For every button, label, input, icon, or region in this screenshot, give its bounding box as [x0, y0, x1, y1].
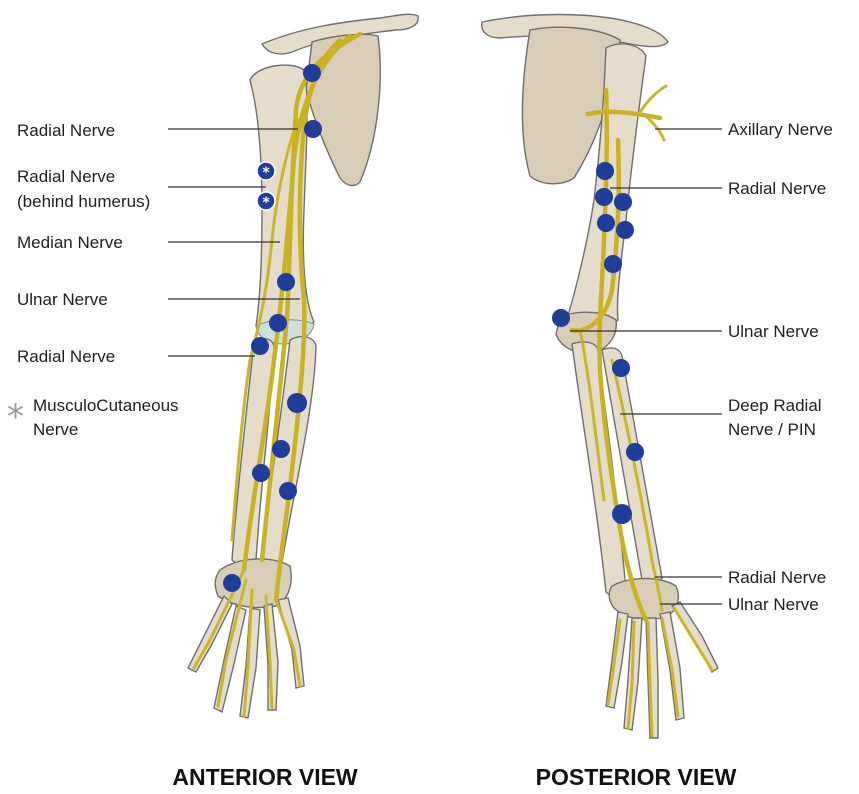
label-ulnar-nerve-posterior: Ulnar Nerve — [728, 322, 819, 341]
posterior-nerves — [572, 86, 712, 736]
marker-dot — [272, 440, 290, 458]
marker-dot — [552, 309, 570, 327]
label-behind-humerus: (behind humerus) — [17, 192, 150, 211]
musculocutaneous-asterisk: * — [7, 397, 24, 437]
marker-dot — [612, 359, 630, 377]
anterior-arm-illustration: * * — [188, 14, 418, 718]
marker-dot — [269, 314, 287, 332]
marker-dot — [277, 273, 295, 291]
marker-dot — [612, 504, 632, 524]
marker-dot — [626, 443, 644, 461]
anterior-labels: Radial Nerve Radial Nerve (behind humeru… — [7, 121, 179, 439]
label-radial-nerve: Radial Nerve — [17, 121, 115, 140]
posterior-arm-illustration — [482, 15, 718, 738]
marker-dot — [604, 255, 622, 273]
label-nerve-pin: Nerve / PIN — [728, 420, 816, 439]
marker-dot — [252, 464, 270, 482]
marker-dot — [595, 188, 613, 206]
posterior-view-title: POSTERIOR VIEW — [536, 764, 737, 790]
anterior-view-title: ANTERIOR VIEW — [172, 764, 358, 790]
marker-star-glyph: * — [262, 195, 270, 211]
marker-dot — [303, 64, 321, 82]
marker-star-glyph: * — [262, 165, 270, 181]
marker-dot — [304, 120, 322, 138]
label-ulnar-nerve-wrist: Ulnar Nerve — [728, 595, 819, 614]
label-radial-nerve-posterior: Radial Nerve — [728, 179, 826, 198]
marker-dot — [279, 482, 297, 500]
marker-dot — [597, 214, 615, 232]
marker-dot — [596, 162, 614, 180]
anterior-scapula — [306, 34, 380, 185]
posterior-labels: Axillary Nerve Radial Nerve Ulnar Nerve … — [728, 120, 833, 614]
label-median-nerve: Median Nerve — [17, 233, 123, 252]
marker-dot — [287, 393, 307, 413]
label-musculocutaneous-nerve: Nerve — [33, 420, 78, 439]
label-radial-nerve-forearm: Radial Nerve — [17, 347, 115, 366]
marker-dot — [251, 337, 269, 355]
label-deep-radial: Deep Radial — [728, 396, 822, 415]
label-musculocutaneous: MusculoCutaneous — [33, 396, 179, 415]
label-ulnar-nerve: Ulnar Nerve — [17, 290, 108, 309]
marker-dot — [614, 193, 632, 211]
label-axillary-nerve: Axillary Nerve — [728, 120, 833, 139]
marker-dot — [616, 221, 634, 239]
marker-dot — [223, 574, 241, 592]
label-radial-nerve-wrist: Radial Nerve — [728, 568, 826, 587]
label-radial-nerve-behind: Radial Nerve — [17, 167, 115, 186]
